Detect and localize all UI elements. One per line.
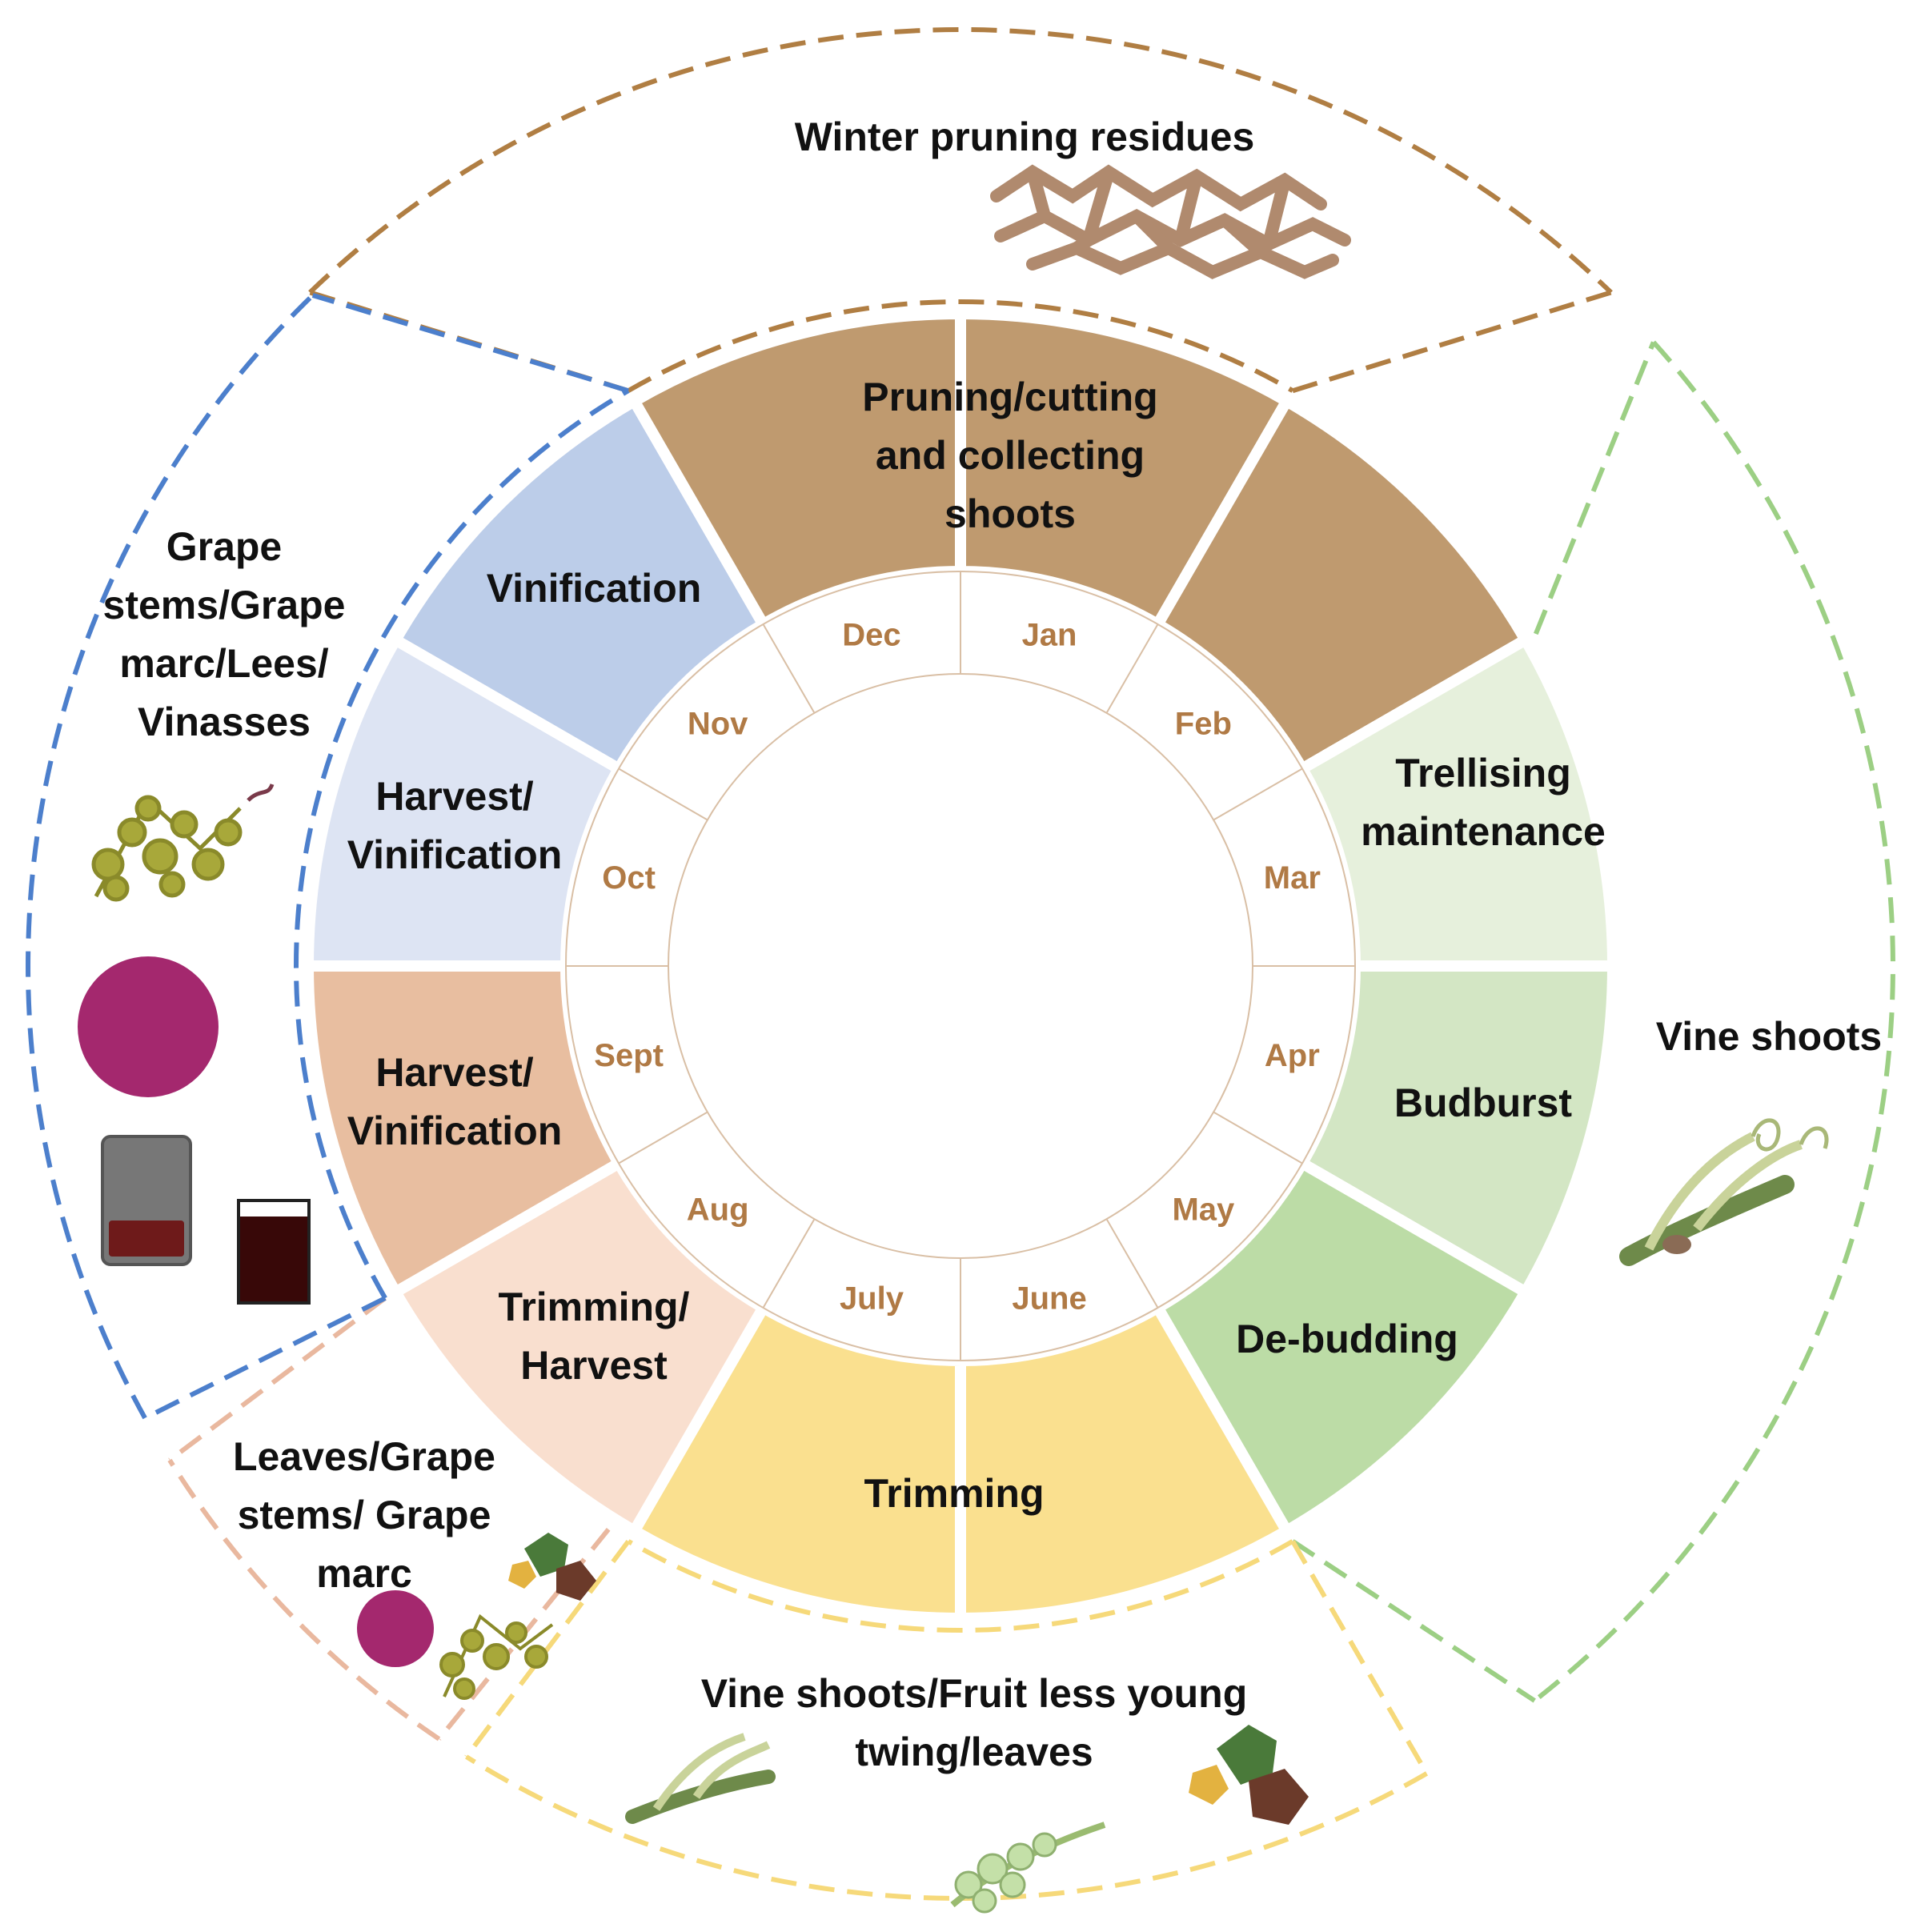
young-twig-icon bbox=[950, 1822, 1106, 1914]
month-label-jan: Jan bbox=[1022, 618, 1077, 653]
month-label-nov: Nov bbox=[688, 707, 748, 742]
month-label-aug: Aug bbox=[687, 1192, 749, 1227]
month-label-feb: Feb bbox=[1175, 707, 1232, 742]
leaves-small-icon bbox=[508, 1533, 596, 1601]
vine-shoot-small-icon bbox=[625, 1733, 776, 1824]
activity-ring bbox=[302, 307, 1619, 1625]
lees-container-icon bbox=[101, 1135, 192, 1266]
month-label-july: July bbox=[840, 1281, 904, 1316]
vine-shoot-icon bbox=[1619, 1118, 1829, 1266]
label-trimming-harvest: Trimming/Harvest bbox=[499, 1285, 690, 1388]
month-label-june: June bbox=[1012, 1281, 1086, 1316]
label-debudding: De-budding bbox=[1236, 1317, 1458, 1361]
label-budburst: Budburst bbox=[1394, 1080, 1573, 1125]
leaves-icon bbox=[1189, 1725, 1309, 1825]
label-trimming: Trimming bbox=[864, 1471, 1044, 1516]
label-vinification: Vinification bbox=[487, 566, 702, 611]
pruning-wood-icon bbox=[990, 164, 1351, 279]
label-harvest-vinification-sept: Harvest/Vinification bbox=[347, 1050, 563, 1153]
label-harvest-vinification-oct: Harvest/Vinification bbox=[347, 774, 563, 877]
grape-stems-icon bbox=[91, 783, 275, 902]
month-label-dec: Dec bbox=[842, 618, 900, 653]
label-winter-residues: Winter pruning residues bbox=[795, 114, 1255, 159]
grape-stems-small-icon bbox=[439, 1613, 554, 1700]
winter-residue-zone bbox=[308, 26, 1613, 394]
illustrations bbox=[78, 164, 1829, 1914]
month-label-mar: Mar bbox=[1264, 860, 1321, 896]
grape-marc-small-icon bbox=[357, 1590, 434, 1667]
month-label-oct: Oct bbox=[602, 860, 656, 896]
vine-shoots-zone bbox=[1291, 340, 1895, 1703]
month-label-sept: Sept bbox=[594, 1038, 664, 1073]
grape-marc-icon bbox=[78, 956, 219, 1097]
vinasses-beaker-icon bbox=[237, 1199, 311, 1305]
summer-residue-zone bbox=[464, 1539, 1430, 1901]
label-vine-shoots: Vine shoots bbox=[1656, 1014, 1882, 1059]
month-label-may: May bbox=[1172, 1192, 1235, 1227]
month-label-apr: Apr bbox=[1265, 1038, 1320, 1073]
winery-residue-zone bbox=[26, 293, 630, 1421]
